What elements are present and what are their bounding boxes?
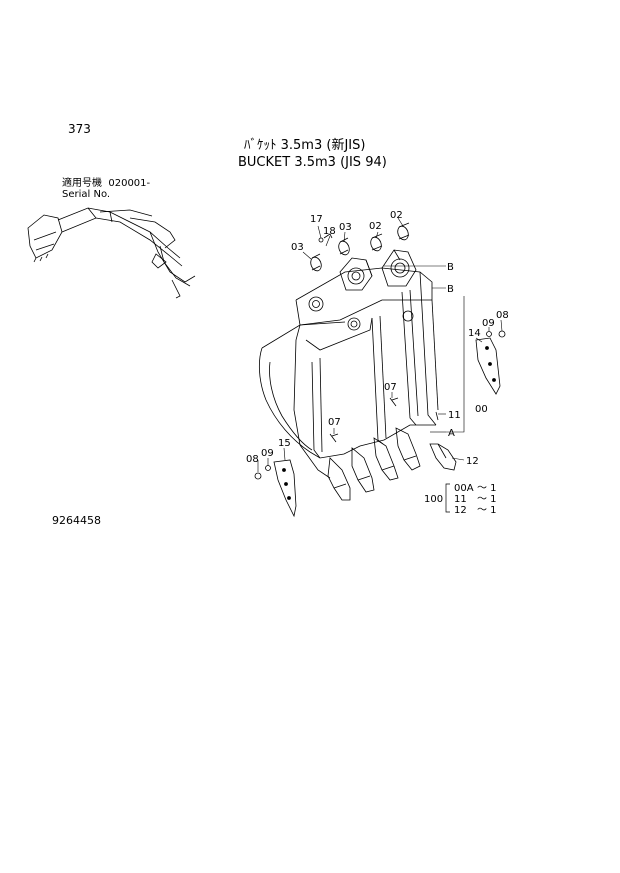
excavator-attachment-thumbnail bbox=[27, 207, 196, 299]
callout-03-b: 03 bbox=[291, 242, 304, 253]
callout-a: A bbox=[448, 428, 455, 439]
callout-08-right: 08 bbox=[496, 310, 509, 321]
bucket-teeth bbox=[327, 427, 457, 501]
serial-info: 適用号機 020001- Serial No. bbox=[62, 178, 150, 200]
kit-table: 100 00A ～ 1 11 ～ 1 12 ～ 1 bbox=[424, 483, 497, 516]
callout-15: 15 bbox=[278, 438, 291, 449]
title-japanese: ﾊﾞｹｯﾄ 3.5m3 (新JIS) bbox=[244, 138, 366, 153]
callout-14: 14 bbox=[468, 328, 481, 339]
callout-09-right: 09 bbox=[482, 318, 495, 329]
kit-row-3-qty: ～ 1 bbox=[477, 505, 497, 516]
kit-row-3-part: 12 bbox=[454, 505, 467, 516]
callout-11: 11 bbox=[448, 410, 461, 421]
kit-row-1-qty: ～ 1 bbox=[477, 483, 497, 494]
callout-12: 12 bbox=[466, 456, 479, 467]
kit-row-2-part: 11 bbox=[454, 494, 467, 505]
page-number: 373 bbox=[68, 122, 91, 136]
kit-row-1-part: 00A bbox=[454, 483, 474, 494]
callout-labels: 17 18 03 03 02 02 B B 14 09 08 07 07 11 … bbox=[246, 210, 509, 467]
leader-lines bbox=[257, 217, 503, 472]
callout-b-upper: B bbox=[447, 262, 454, 273]
callout-03-a: 03 bbox=[339, 222, 352, 233]
callout-09-left: 09 bbox=[261, 448, 274, 459]
callout-07-lower: 07 bbox=[328, 417, 341, 428]
serial-label-jp: 適用号機 bbox=[62, 178, 102, 189]
bucket-body bbox=[258, 249, 439, 479]
title-english: BUCKET 3.5m3 (JIS 94) bbox=[238, 155, 387, 170]
callout-08-left: 08 bbox=[246, 454, 259, 465]
callout-02-b: 02 bbox=[390, 210, 403, 221]
callout-b-lower: B bbox=[447, 284, 454, 295]
kit-row-2-qty: ～ 1 bbox=[477, 494, 497, 505]
kit-label: 100 bbox=[424, 494, 443, 505]
serial-value: 020001- bbox=[108, 178, 151, 189]
serial-label-en: Serial No. bbox=[62, 189, 111, 200]
callout-18: 18 bbox=[323, 226, 336, 237]
side-cutter-left bbox=[273, 459, 297, 518]
callout-07-upper: 07 bbox=[384, 382, 397, 393]
document-number: 9264458 bbox=[52, 514, 101, 527]
callout-02-a: 02 bbox=[369, 221, 382, 232]
pins-and-bushings bbox=[254, 222, 506, 480]
callout-00: 00 bbox=[475, 404, 488, 415]
callout-17: 17 bbox=[310, 214, 323, 225]
side-cutter-right bbox=[475, 337, 501, 395]
